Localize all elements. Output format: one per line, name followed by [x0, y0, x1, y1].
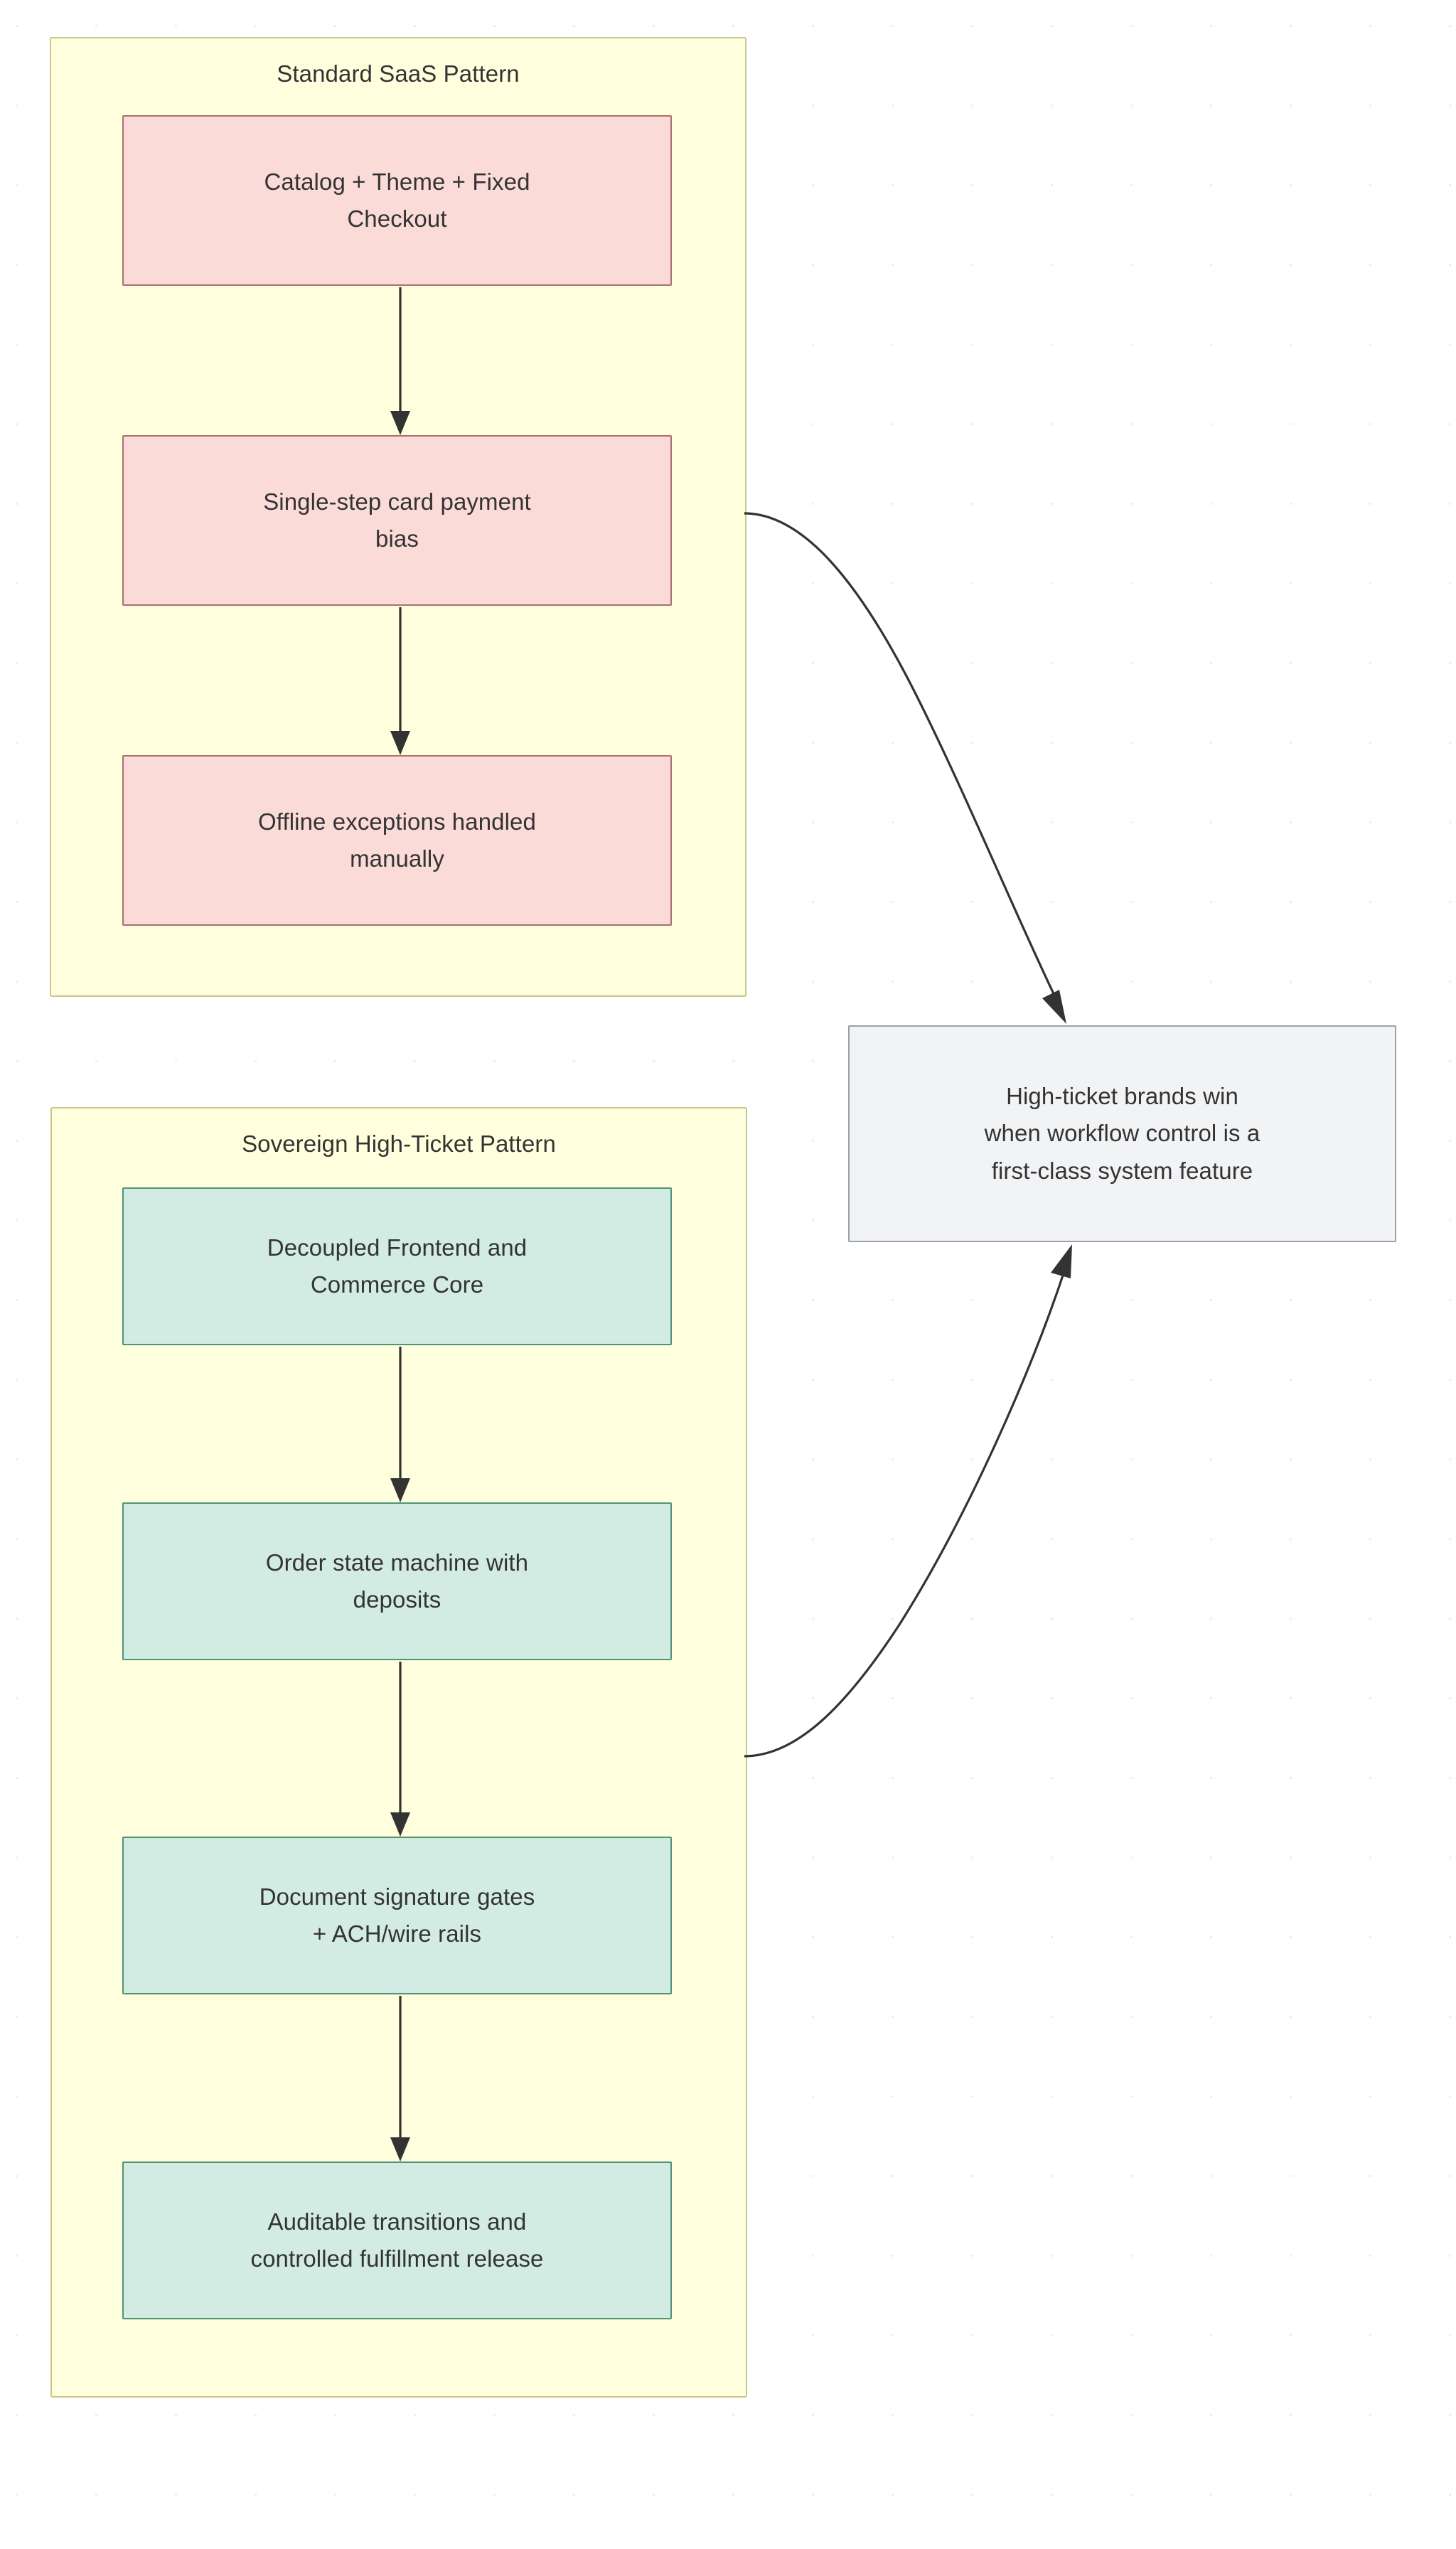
node-high-ticket-brands-win-conclusion[interactable]: High-ticket brands win when workflow con…	[848, 1025, 1396, 1242]
cluster-title-standard-saas-pattern: Standard SaaS Pattern	[277, 60, 520, 87]
node-decoupled-frontend-commerce-core[interactable]: Decoupled Frontend and Commerce Core	[122, 1187, 672, 1345]
node-single-step-card-payment-bias[interactable]: Single-step card payment bias	[122, 435, 672, 606]
node-label-high-ticket-brands-win-conclusion: High-ticket brands win when workflow con…	[984, 1083, 1260, 1184]
node-catalog-theme-fixed-checkout[interactable]: Catalog + Theme + Fixed Checkout	[122, 115, 672, 286]
node-offline-exceptions-handled-manually[interactable]: Offline exceptions handled manually	[122, 755, 672, 926]
node-auditable-transitions-controlled-fulfillment-release[interactable]: Auditable transitions and controlled ful…	[122, 2161, 672, 2319]
node-label-order-state-machine-with-deposits: Order state machine with deposits	[265, 1549, 529, 1613]
edge-order-state-machine-to-conclusion	[744, 1244, 1072, 1758]
node-label-decoupled-frontend-commerce-core: Decoupled Frontend and Commerce Core	[267, 1234, 528, 1298]
cluster-title-sovereign-high-ticket-pattern: Sovereign High-Ticket Pattern	[242, 1131, 556, 1157]
node-order-state-machine-with-deposits[interactable]: Order state machine with deposits	[122, 1502, 672, 1660]
node-label-auditable-transitions-controlled-fulfillment-release: Auditable transitions and controlled ful…	[250, 2208, 544, 2272]
node-label-single-step-card-payment-bias: Single-step card payment bias	[263, 488, 531, 552]
node-label-document-signature-gates-ach-wire-rails: Document signature gates + ACH/wire rail…	[259, 1883, 535, 1947]
node-label-catalog-theme-fixed-checkout: Catalog + Theme + Fixed Checkout	[264, 168, 530, 232]
node-document-signature-gates-ach-wire-rails[interactable]: Document signature gates + ACH/wire rail…	[122, 1837, 672, 1994]
edge-single-step-to-conclusion	[744, 512, 1066, 1024]
node-label-offline-exceptions-handled-manually: Offline exceptions handled manually	[258, 808, 536, 872]
